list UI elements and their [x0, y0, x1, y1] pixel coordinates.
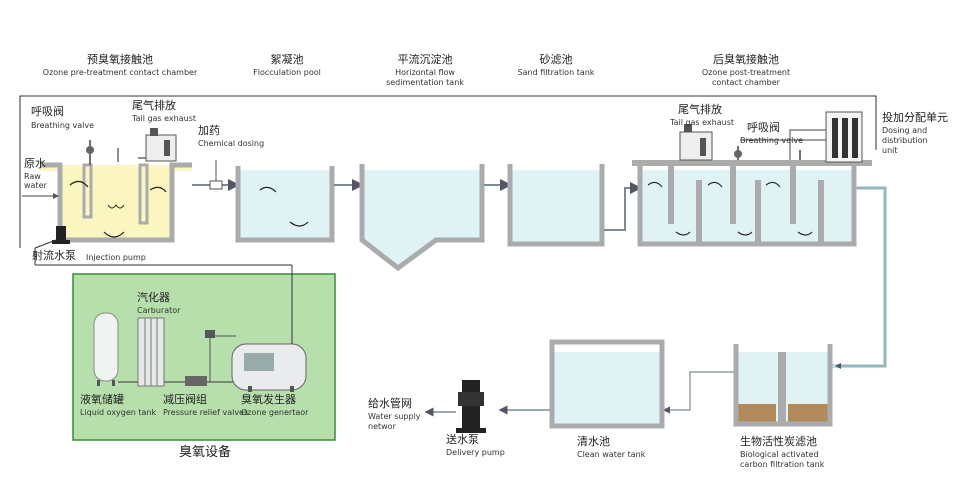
raw-water-label-en2: water [24, 181, 47, 190]
injection-pump-label-cn: 射流水泵 [32, 249, 76, 262]
flocculation-label-cn: 絮凝池 [270, 53, 304, 66]
breathing-valve-right-label-en: Breathing valve [740, 136, 804, 145]
tail-gas-left-label-cn: 尾气排放 [132, 99, 176, 112]
carburator-label-cn: 汽化器 [137, 291, 170, 304]
pressure-valves-label-en: Pressure relief valves [163, 408, 249, 417]
breathing-valve-right-label-cn: 呼吸阀 [747, 121, 780, 134]
raw-water-label-en: Raw [24, 172, 41, 181]
liquid-oxygen-tank-shape [93, 312, 119, 382]
water-supply-label-en2: networ [368, 422, 396, 431]
liquid-oxygen-label-en: Liquid oxygen tank [80, 408, 157, 417]
water-supply-label-en: Water supply [368, 412, 421, 421]
pressure-valves-label-cn: 减压阀组 [163, 393, 207, 406]
breathing-valve-left-label-cn: 呼吸阀 [31, 105, 64, 118]
dosing-unit-label-cn: 投加分配单元 [882, 111, 948, 124]
dosing-unit-label-en3: unit [882, 146, 898, 155]
sedimentation-tank-shape [359, 164, 485, 272]
sand-filter-label-cn: 砂滤池 [539, 53, 573, 66]
bac-filter-label-cn: 生物活性炭滤池 [740, 435, 817, 448]
pre-ozone-label-en: Ozone pre-treatment contact chamber [42, 68, 198, 77]
post-ozone-tank-shape [637, 164, 857, 247]
clean-water-label-cn: 清水池 [577, 435, 610, 448]
delivery-pump-label-cn: 送水泵 [446, 433, 479, 446]
post-ozone-label-en: Ozone post-treatment [701, 68, 791, 77]
ozone-generator-label-cn: 臭氧发生器 [241, 393, 296, 406]
breathing-valve-left-label-en: Breathing valve [31, 121, 95, 130]
injection-pump-shape [56, 226, 66, 242]
pressure-relief-valves-shape [185, 376, 207, 386]
dosing-unit-label-en2: distribution [882, 136, 928, 145]
injection-pump-label-en: Injection pump [86, 253, 146, 262]
tail-gas-left-label-en: Tail gas exhaust [132, 114, 197, 123]
raw-water-label-cn: 原水 [24, 157, 46, 170]
flocculation-label-en: Flocculation pool [253, 68, 321, 77]
ozone-generator-label-en: Ozone genertaor [241, 408, 309, 417]
post-ozone-label-en2: contact chamber [712, 78, 780, 87]
bac-filter-label-en: Biological activated [740, 450, 819, 459]
chemical-dosing-label-cn: 加药 [198, 124, 220, 137]
bac-filter-tank-shape [733, 344, 833, 427]
carburator-label-en: Carburator [137, 306, 181, 315]
post-ozone-label-cn: 后臭氧接触池 [713, 53, 779, 66]
pre-ozone-label-cn: 预臭氧接触池 [87, 53, 153, 66]
delivery-pump-label-en: Delivery pump [446, 448, 505, 457]
dosing-unit-label-en: Dosing and [882, 126, 928, 135]
tail-gas-exhaust-left-shape [145, 134, 177, 162]
pre-ozone-tank-shape [40, 162, 192, 243]
sedimentation-label-en: Horizontal flow [395, 68, 455, 77]
chemical-dosing-label-en: Chemical dosing [198, 139, 265, 148]
sedimentation-label-cn: 平流沉淀池 [397, 53, 453, 66]
tail-gas-right-label-en: Tail gas exhaust [670, 118, 735, 127]
flocculation-tank-shape [235, 166, 335, 243]
liquid-oxygen-label-cn: 液氧储罐 [80, 393, 124, 406]
sand-filter-tank-shape [507, 164, 605, 247]
water-supply-label-cn: 给水管网 [368, 397, 412, 410]
breathing-valve-right-icon [734, 150, 742, 158]
clean-water-tank-shape [549, 339, 665, 429]
ozone-equipment-label: 臭氧设备 [178, 445, 232, 460]
sedimentation-label-en2: sedimentation tank [386, 78, 464, 87]
breathing-valve-left-icon [86, 146, 94, 154]
gas-loop-line [19, 95, 877, 248]
tail-gas-right-label-cn: 尾气排放 [678, 103, 722, 116]
bac-filter-label-en2: carbon filtration tank [740, 460, 825, 469]
tail-gas-exhaust-right-shape [679, 131, 713, 161]
clean-water-label-en: Clean water tank [577, 450, 646, 459]
sand-filter-label-en: Sand filtration tank [517, 68, 595, 77]
